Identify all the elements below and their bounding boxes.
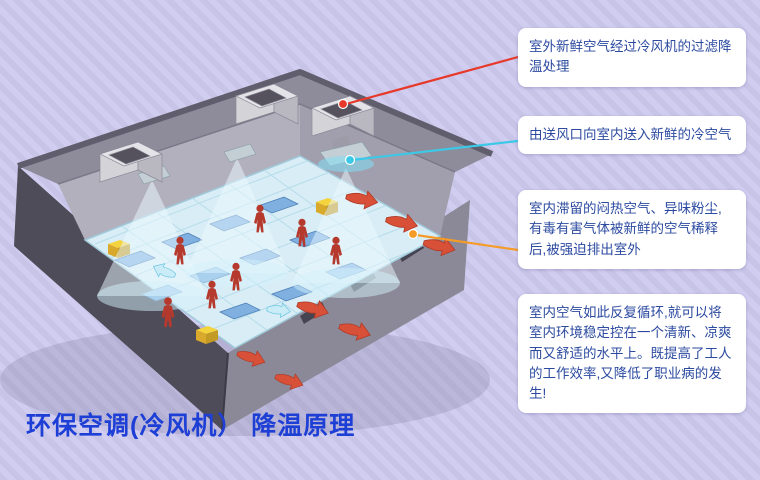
page-title: 环保空调(冷风机） 降温原理 bbox=[26, 412, 356, 440]
callout-text-4: 室内空气如此反复循环,就可以将室内环境稳定控在一个清新、凉爽而又舒适的水平上。既… bbox=[529, 305, 732, 401]
callout-box-2: 由送风口向室内送入新鲜的冷空气 bbox=[518, 116, 746, 155]
cool-air-beams bbox=[97, 158, 400, 311]
callout-box-4: 室内空气如此反复循环,就可以将室内环境稳定控在一个清新、凉爽而又舒适的水平上。既… bbox=[518, 294, 746, 414]
factory-cooling-illustration bbox=[0, 69, 494, 436]
callout-text-1: 室外新鲜空气经过冷风机的过滤降温处理 bbox=[529, 39, 732, 75]
rooftop-cooling-unit-2 bbox=[235, 83, 299, 125]
callout-box-1: 室外新鲜空气经过冷风机的过滤降温处理 bbox=[518, 28, 746, 87]
rooftop-cooling-unit-1 bbox=[99, 141, 163, 183]
callout-box-3: 室内滞留的闷热空气、异味粉尘,有毒有害气体被新鲜的空气稀释后,被强迫排出室外 bbox=[518, 190, 746, 269]
callout-text-2: 由送风口向室内送入新鲜的冷空气 bbox=[529, 127, 732, 142]
callout-text-3: 室内滞留的闷热空气、异味粉尘,有毒有害气体被新鲜的空气稀释后,被强迫排出室外 bbox=[529, 201, 722, 257]
